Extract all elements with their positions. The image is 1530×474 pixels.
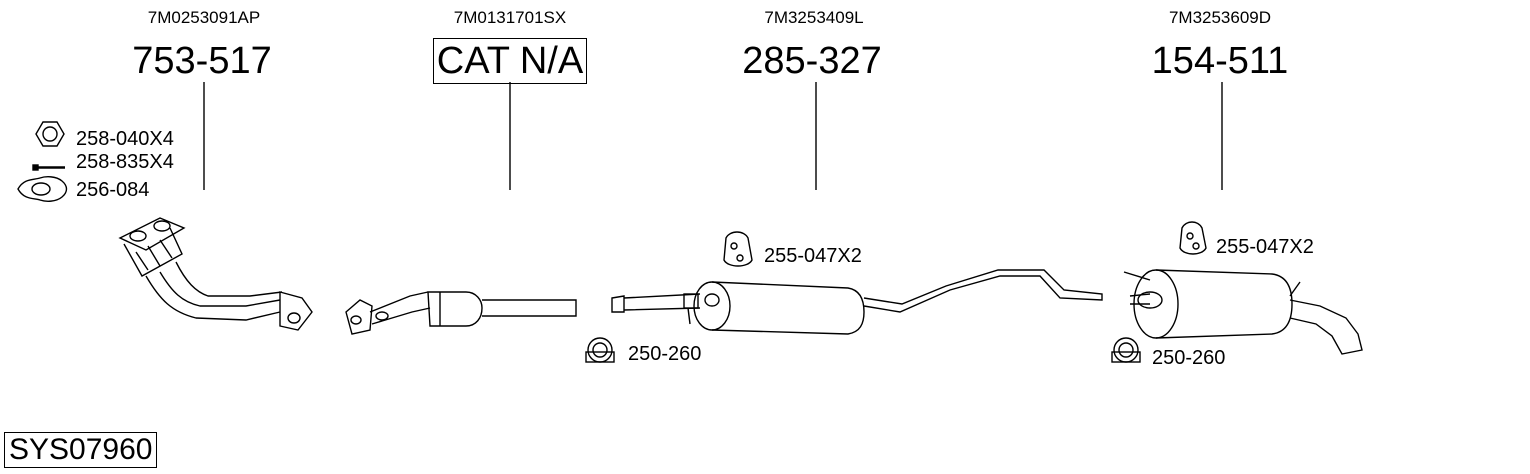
gasket-label[interactable]: 256-084 xyxy=(76,179,150,201)
catalyst-pipe-drawing xyxy=(345,291,577,335)
system-code: SYS07960 xyxy=(4,432,158,468)
front-pipe-drawing xyxy=(118,217,313,331)
pipe-clamp-icon-2 xyxy=(1111,337,1141,363)
nut-label[interactable]: 258-040X4 xyxy=(76,128,174,150)
clamp-label-1[interactable]: 250-260 xyxy=(628,343,702,365)
rubber-hanger-icon-1 xyxy=(723,231,753,267)
bolt-icon xyxy=(32,164,65,171)
clamp-label-2[interactable]: 250-260 xyxy=(1152,347,1226,369)
oem-number-front-pipe: 7M0253091AP xyxy=(147,8,261,27)
hanger-label-1[interactable]: 255-047X2 xyxy=(764,245,862,267)
part-number-catalyst[interactable]: CAT N/A xyxy=(390,38,630,84)
rear-silencer-drawing xyxy=(1123,269,1363,355)
part-number-middle-silencer[interactable]: 285-327 xyxy=(742,40,882,82)
middle-silencer-drawing xyxy=(611,269,1103,335)
oem-number-rear-silencer: 7M3253609D xyxy=(1168,8,1272,27)
oem-number-catalyst: 7M0131701SX xyxy=(453,8,567,27)
nut-icon xyxy=(35,121,65,147)
rubber-hanger-icon-2 xyxy=(1179,221,1207,255)
bolt-label[interactable]: 258-835X4 xyxy=(76,151,174,173)
pipe-clamp-icon-1 xyxy=(585,337,615,363)
catalyst-part-label: CAT N/A xyxy=(432,38,588,84)
hanger-label-2[interactable]: 255-047X2 xyxy=(1216,236,1314,258)
oem-number-middle-silencer: 7M3253409L xyxy=(764,8,864,27)
gasket-icon xyxy=(17,176,68,202)
part-number-rear-silencer[interactable]: 154-511 xyxy=(1151,40,1289,82)
part-number-front-pipe[interactable]: 753-517 xyxy=(132,40,272,82)
